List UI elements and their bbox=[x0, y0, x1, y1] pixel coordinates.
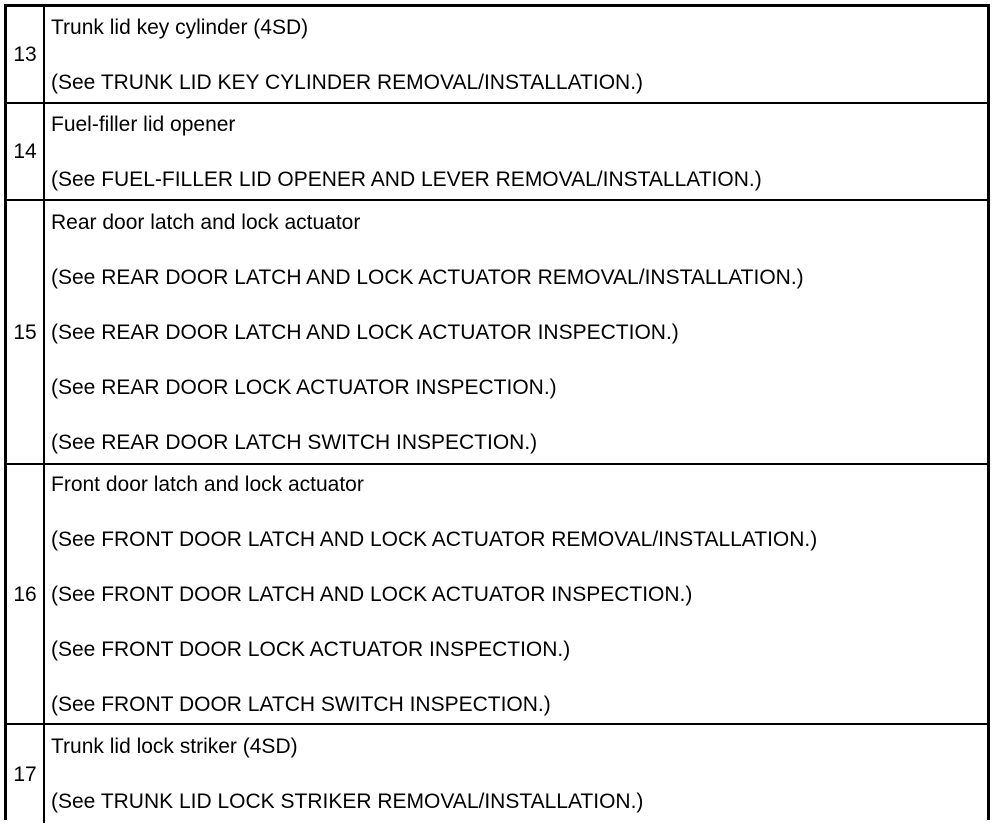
service-reference[interactable]: (See FRONT DOOR LATCH AND LOCK ACTUATOR … bbox=[51, 582, 693, 606]
row-content: Front door latch and lock actuator (See … bbox=[45, 465, 987, 723]
service-reference[interactable]: (See FRONT DOOR LATCH AND LOCK ACTUATOR … bbox=[51, 527, 818, 551]
part-title: Trunk lid key cylinder (4SD) bbox=[51, 15, 309, 39]
service-reference[interactable]: (See FRONT DOOR LOCK ACTUATOR INSPECTION… bbox=[51, 637, 571, 661]
table-body: 13 Trunk lid key cylinder (4SD) (See TRU… bbox=[7, 7, 987, 823]
table-row: 15 Rear door latch and lock actuator (Se… bbox=[7, 201, 987, 465]
table-row: 17 Trunk lid lock striker (4SD) (See TRU… bbox=[7, 725, 987, 823]
service-reference[interactable]: (See REAR DOOR LATCH AND LOCK ACTUATOR I… bbox=[51, 320, 679, 344]
service-reference[interactable]: (See REAR DOOR LATCH SWITCH INSPECTION.) bbox=[51, 430, 538, 454]
row-content: Trunk lid key cylinder (4SD) (See TRUNK … bbox=[45, 7, 987, 102]
row-content: Rear door latch and lock actuator (See R… bbox=[45, 201, 987, 463]
table-row: 14 Fuel-filler lid opener (See FUEL-FILL… bbox=[7, 104, 987, 201]
parts-reference-table: 13 Trunk lid key cylinder (4SD) (See TRU… bbox=[4, 4, 990, 823]
service-reference[interactable]: (See FRONT DOOR LATCH SWITCH INSPECTION.… bbox=[51, 692, 551, 716]
table-row: 16 Front door latch and lock actuator (S… bbox=[7, 465, 987, 725]
row-content: Trunk lid lock striker (4SD) (See TRUNK … bbox=[45, 725, 987, 823]
service-reference[interactable]: (See FUEL-FILLER LID OPENER AND LEVER RE… bbox=[51, 167, 762, 191]
service-reference[interactable]: (See TRUNK LID KEY CYLINDER REMOVAL/INST… bbox=[51, 70, 644, 94]
part-title: Front door latch and lock actuator bbox=[51, 472, 364, 496]
service-reference[interactable]: (See TRUNK LID LOCK STRIKER REMOVAL/INST… bbox=[51, 790, 644, 813]
row-number: 16 bbox=[7, 465, 45, 723]
row-number: 17 bbox=[7, 725, 45, 823]
row-number: 15 bbox=[7, 201, 45, 463]
part-title: Trunk lid lock striker (4SD) bbox=[51, 735, 298, 758]
table-row: 13 Trunk lid key cylinder (4SD) (See TRU… bbox=[7, 7, 987, 104]
row-content: Fuel-filler lid opener (See FUEL-FILLER … bbox=[45, 104, 987, 199]
service-reference[interactable]: (See REAR DOOR LOCK ACTUATOR INSPECTION.… bbox=[51, 375, 557, 399]
row-number: 14 bbox=[7, 104, 45, 199]
part-title: Rear door latch and lock actuator bbox=[51, 210, 361, 234]
service-reference[interactable]: (See REAR DOOR LATCH AND LOCK ACTUATOR R… bbox=[51, 265, 804, 289]
part-title: Fuel-filler lid opener bbox=[51, 112, 236, 136]
row-number: 13 bbox=[7, 7, 45, 102]
